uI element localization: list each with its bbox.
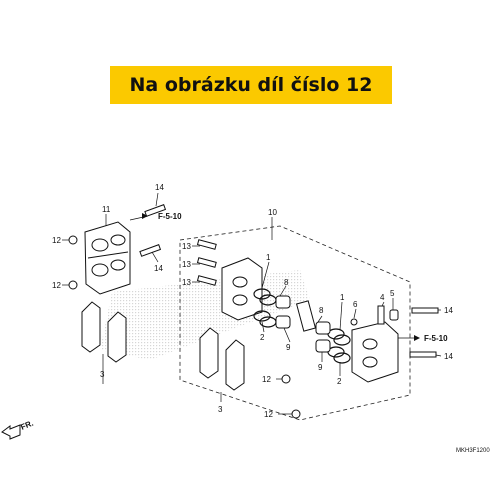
callout-12: 12 (262, 375, 271, 384)
callout-2: 2 (260, 333, 265, 342)
bleeder-parts (350, 305, 399, 326)
ref-label-f-5-10: F-5-10 (424, 334, 448, 343)
callout-14: 14 (444, 352, 453, 361)
bolts (139, 204, 439, 358)
callout-14: 14 (154, 264, 163, 273)
assembly-group-outline (179, 225, 411, 421)
callout-8: 8 (284, 278, 289, 287)
callout-1: 1 (340, 293, 345, 302)
bolts-13 (196, 239, 217, 286)
pistons-upper (275, 295, 291, 329)
brake-pads-middle (199, 327, 245, 391)
banner-text: Na obrázku díl číslo 12 (129, 74, 373, 96)
caliper-half-upper (221, 257, 263, 321)
callout-14: 14 (155, 183, 164, 192)
pad-spring (295, 300, 317, 332)
callout-5: 5 (390, 289, 395, 298)
callout-1: 1 (266, 253, 271, 262)
ref-label-f-5-10: F-5-10 (158, 212, 182, 221)
callout-8: 8 (319, 306, 324, 315)
callout-9: 9 (318, 363, 323, 372)
diagram-code: MKH3F1200 (456, 448, 490, 454)
callout-6: 6 (353, 300, 358, 309)
brake-pads-left (81, 301, 127, 363)
direction-label: FR. (19, 419, 34, 432)
seal-rings-lower (327, 328, 351, 364)
callout-13: 13 (182, 278, 191, 287)
callout-2: 2 (337, 377, 342, 386)
callout-13: 13 (182, 260, 191, 269)
callout-3: 3 (218, 405, 223, 414)
pistons-lower (315, 321, 331, 353)
leader-lines (62, 192, 442, 415)
ref-arrows (142, 213, 420, 341)
callout-12: 12 (52, 236, 61, 245)
callout-9: 9 (286, 343, 291, 352)
callout-13: 13 (182, 242, 191, 251)
callout-3: 3 (100, 370, 105, 379)
part-number-banner: Na obrázku díl číslo 12 (110, 66, 392, 104)
callout-10: 10 (268, 208, 277, 217)
callout-11: 11 (102, 205, 111, 214)
callout-4: 4 (380, 293, 385, 302)
callout-12: 12 (264, 410, 273, 419)
callout-12: 12 (52, 281, 61, 290)
caliper-left (84, 221, 131, 295)
direction-arrow-icon (1, 424, 21, 440)
callout-14: 14 (444, 306, 453, 315)
caliper-half-lower (351, 321, 399, 383)
